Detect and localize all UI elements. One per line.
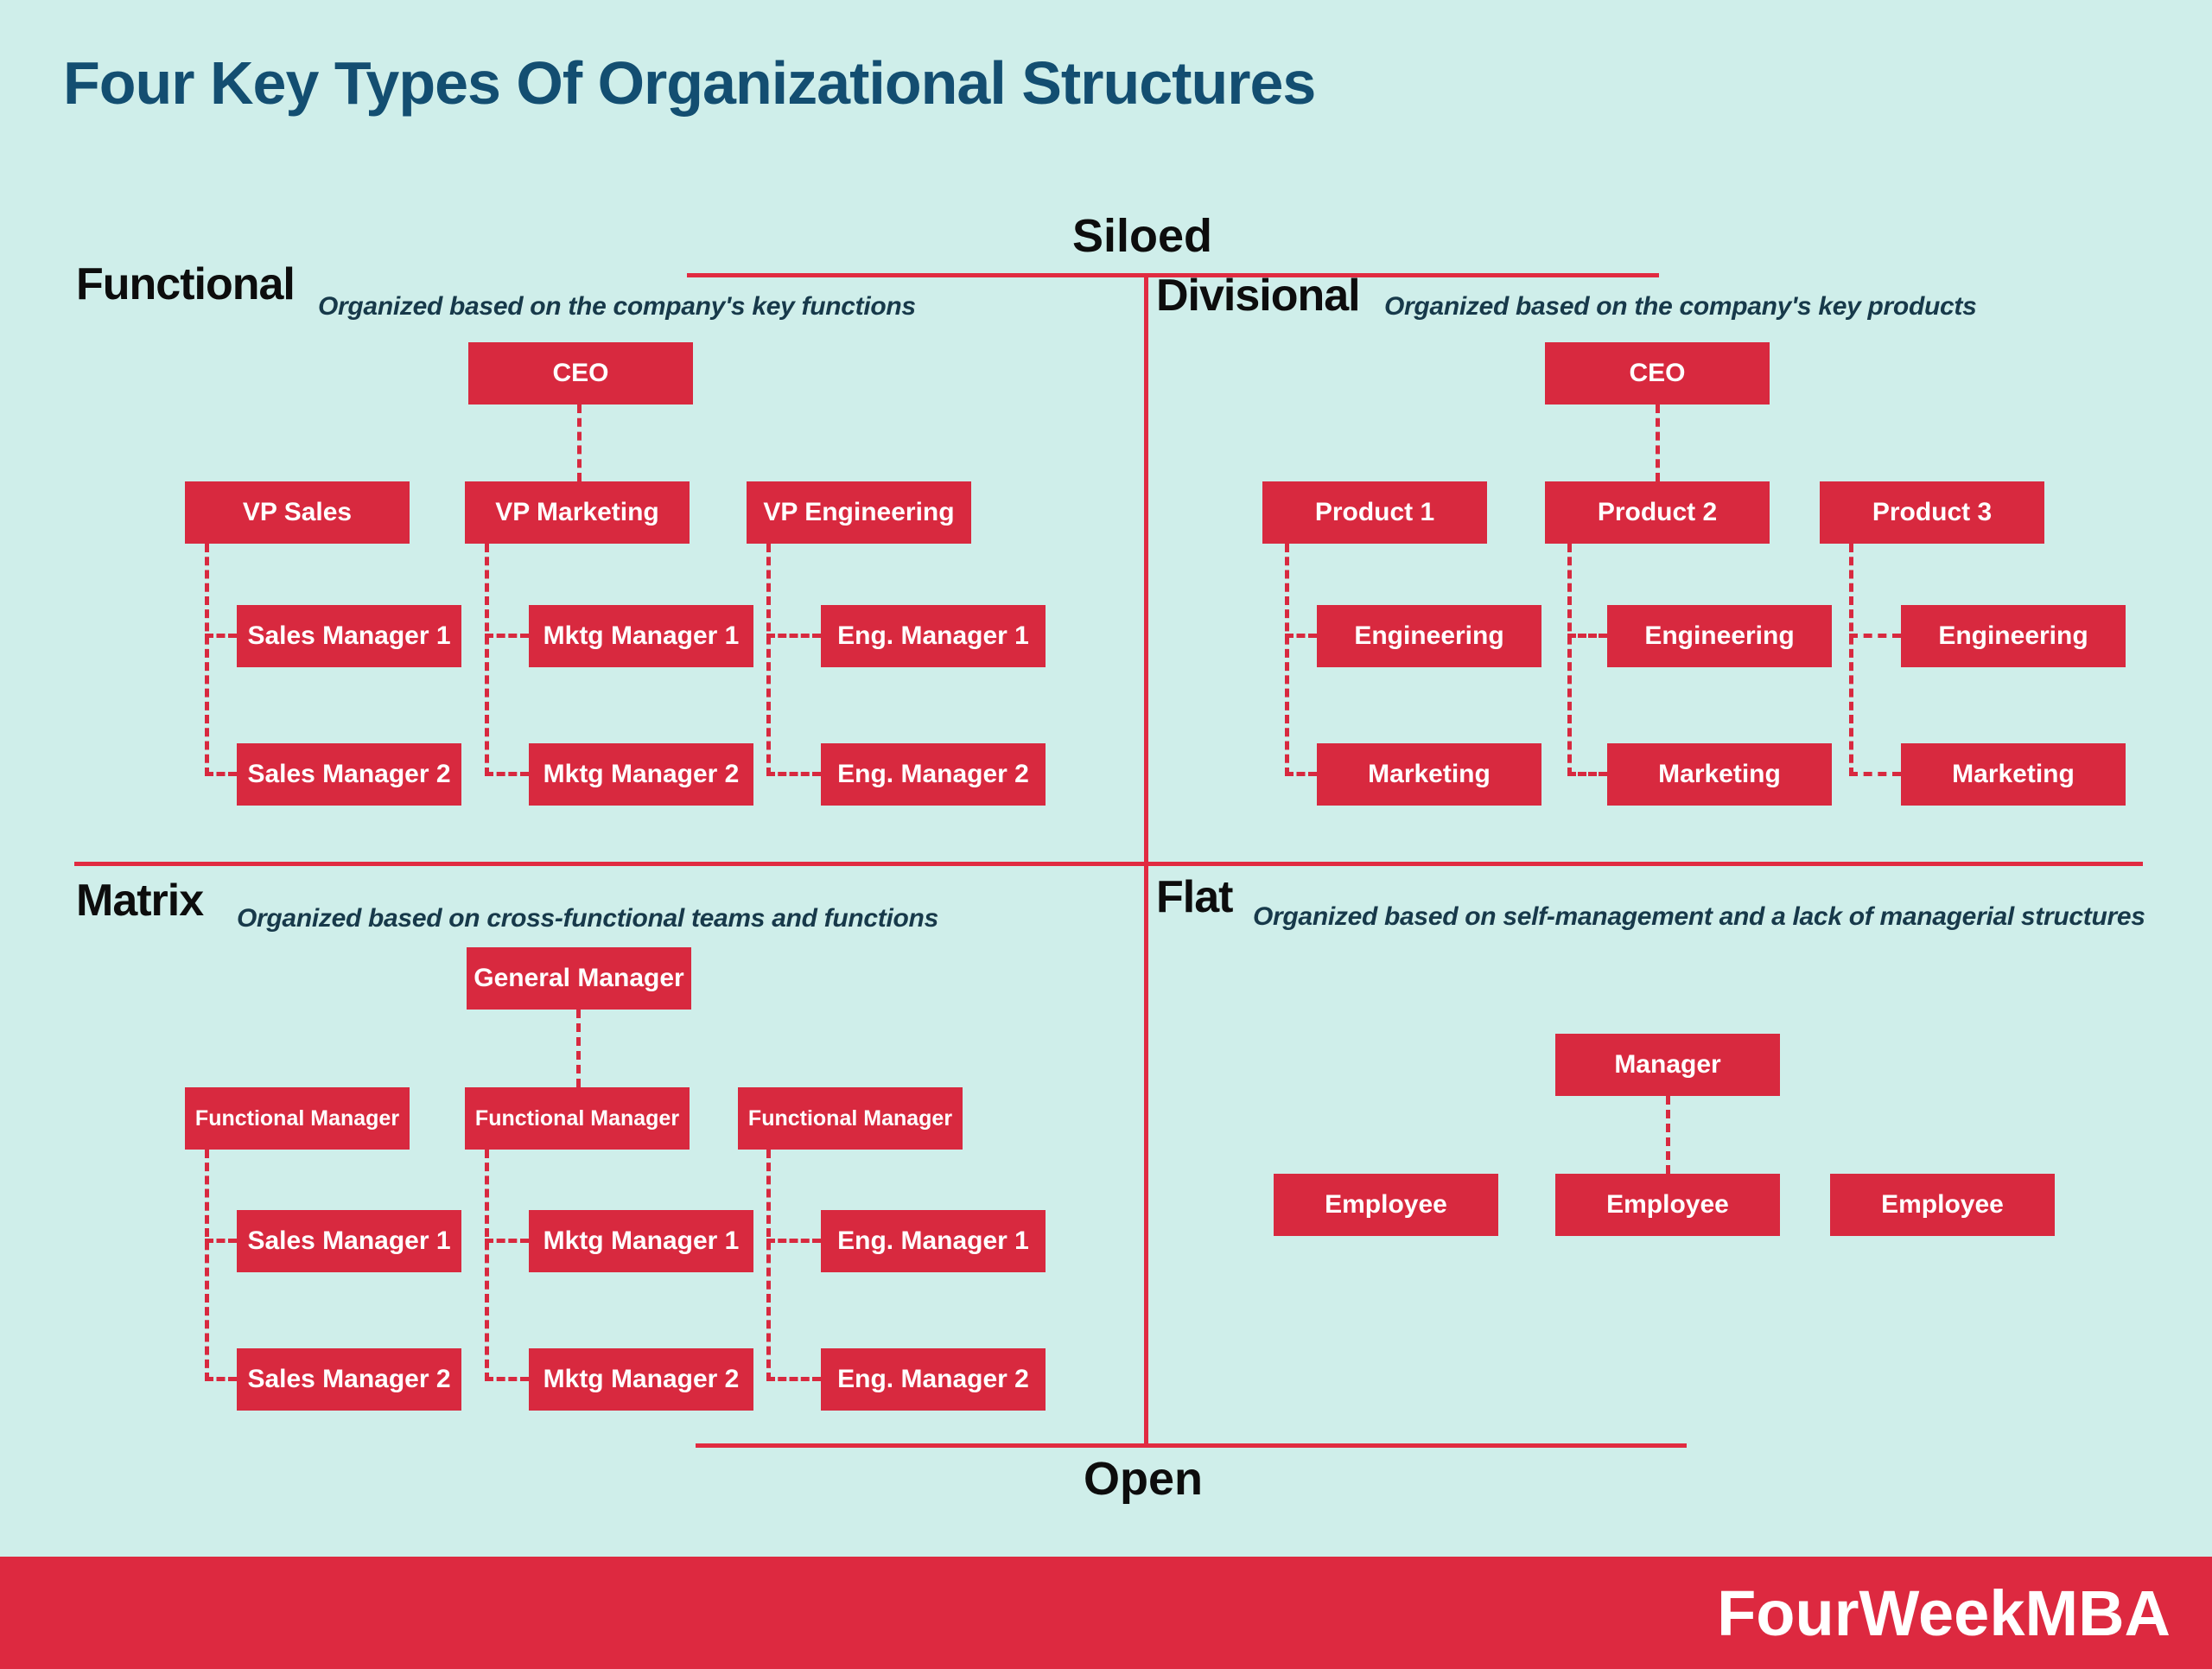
functional-sales-manager-1-node: Sales Manager 1 [237,605,461,667]
matrix-fm3-stub-2 [766,1377,821,1381]
matrix-fm2-stub-1 [485,1239,529,1243]
divider-vertical [1144,273,1148,1448]
functional-vp-marketing-node: VP Marketing [465,481,690,544]
divisional-p2-engineering-node: Engineering [1607,605,1832,667]
functional-vp-engineering-node: VP Engineering [747,481,971,544]
divisional-p2-chain-connector [1567,544,1572,776]
divider-bottom-horizontal [696,1443,1687,1448]
functional-mktg-manager-1-node: Mktg Manager 1 [529,605,753,667]
functional-eng-manager-2-node: Eng. Manager 2 [821,743,1046,806]
divisional-product-2-node: Product 2 [1545,481,1770,544]
flat-manager-connector [1666,1096,1670,1174]
flat-quadrant-subtitle: Organized based on self-management and a… [1253,902,2145,931]
divisional-p1-stub-1 [1285,634,1317,638]
divisional-p2-stub-1 [1567,634,1607,638]
functional-mktg-stub-2 [485,772,529,776]
functional-sales-chain-connector [205,544,209,776]
divisional-ceo-connector [1656,405,1660,481]
functional-quadrant-subtitle: Organized based on the company's key fun… [318,292,916,321]
functional-ceo-connector [577,405,582,481]
matrix-eng-manager-2-node: Eng. Manager 2 [821,1348,1046,1411]
flat-quadrant-label: Flat [1156,872,1233,922]
divisional-ceo-node: CEO [1545,342,1770,405]
matrix-sales-manager-1-node: Sales Manager 1 [237,1210,461,1272]
matrix-fm3-stub-1 [766,1239,821,1243]
functional-mktg-stub-1 [485,634,529,638]
matrix-functional-manager-3-node: Functional Manager [738,1087,963,1150]
divisional-p1-chain-connector [1285,544,1289,776]
matrix-gm-connector [576,1010,581,1087]
divisional-quadrant-subtitle: Organized based on the company's key pro… [1384,292,1977,321]
page-title: Four Key Types Of Organizational Structu… [63,49,1316,117]
functional-eng-manager-1-node: Eng. Manager 1 [821,605,1046,667]
functional-mktg-manager-2-node: Mktg Manager 2 [529,743,753,806]
functional-quadrant-label: Functional [76,259,296,309]
functional-vp-sales-node: VP Sales [185,481,410,544]
matrix-mktg-manager-2-node: Mktg Manager 2 [529,1348,753,1411]
divisional-p1-marketing-node: Marketing [1317,743,1541,806]
divisional-p1-engineering-node: Engineering [1317,605,1541,667]
axis-label-siloed: Siloed [1071,210,1213,262]
divisional-quadrant-label: Divisional [1156,271,1361,321]
matrix-mktg-manager-1-node: Mktg Manager 1 [529,1210,753,1272]
divisional-p3-engineering-node: Engineering [1901,605,2126,667]
functional-sales-manager-2-node: Sales Manager 2 [237,743,461,806]
matrix-functional-manager-1-node: Functional Manager [185,1087,410,1150]
matrix-fm2-chain-connector [485,1150,489,1381]
divisional-p3-marketing-node: Marketing [1901,743,2126,806]
matrix-fm1-stub-2 [205,1377,237,1381]
footer-bar: FourWeekMBA [0,1557,2212,1669]
matrix-fm1-stub-1 [205,1239,237,1243]
flat-employee-2-node: Employee [1555,1174,1780,1236]
matrix-quadrant-label: Matrix [76,876,204,926]
functional-ceo-node: CEO [468,342,693,405]
matrix-functional-manager-2-node: Functional Manager [465,1087,690,1150]
divider-middle-horizontal [74,862,2143,866]
functional-mktg-chain-connector [485,544,489,776]
matrix-fm2-stub-2 [485,1377,529,1381]
functional-sales-stub-2 [205,772,237,776]
divider-top-horizontal [687,273,1659,277]
functional-sales-stub-1 [205,634,237,638]
matrix-sales-manager-2-node: Sales Manager 2 [237,1348,461,1411]
flat-manager-node: Manager [1555,1034,1780,1096]
functional-eng-chain-connector [766,544,771,776]
matrix-eng-manager-1-node: Eng. Manager 1 [821,1210,1046,1272]
matrix-fm3-chain-connector [766,1150,771,1381]
divisional-p2-marketing-node: Marketing [1607,743,1832,806]
divisional-p3-stub-1 [1849,634,1901,638]
matrix-fm1-chain-connector [205,1150,209,1381]
flat-employee-1-node: Employee [1274,1174,1498,1236]
divisional-p3-chain-connector [1849,544,1853,776]
divisional-product-1-node: Product 1 [1262,481,1487,544]
divisional-p1-stub-2 [1285,772,1317,776]
functional-eng-stub-2 [766,772,821,776]
functional-eng-stub-1 [766,634,821,638]
divisional-p2-stub-2 [1567,772,1607,776]
flat-employee-3-node: Employee [1830,1174,2055,1236]
axis-label-open: Open [1083,1453,1203,1505]
divisional-p3-stub-2 [1849,772,1901,776]
brand-logo-text: FourWeekMBA [1717,1577,2171,1649]
divisional-product-3-node: Product 3 [1820,481,2044,544]
matrix-general-manager-node: General Manager [467,947,691,1010]
matrix-quadrant-subtitle: Organized based on cross-functional team… [237,904,938,933]
